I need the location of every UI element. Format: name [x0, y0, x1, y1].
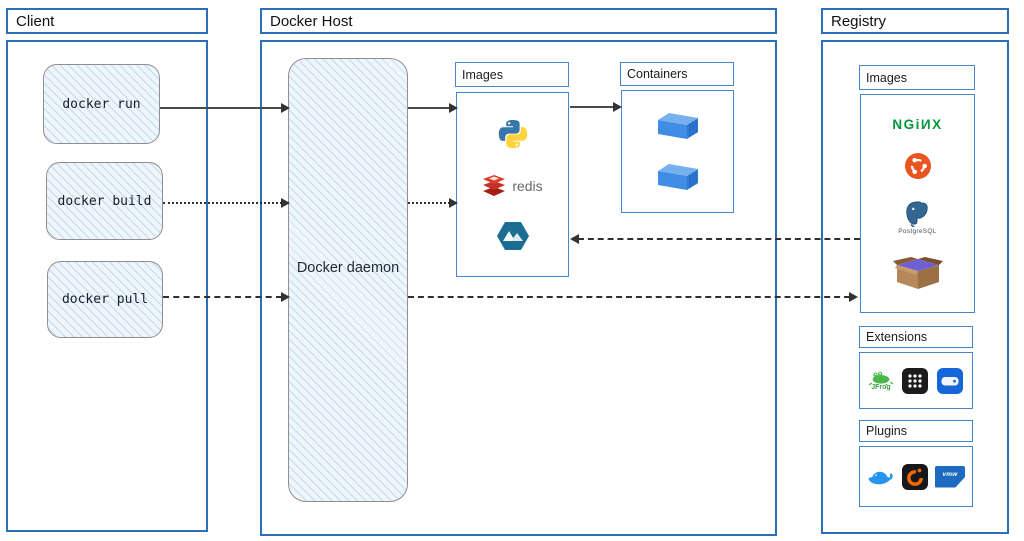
- plugins-box: vmw: [859, 446, 973, 507]
- arrow-images-to-containers: [570, 102, 622, 112]
- extensions-label: Extensions: [866, 330, 928, 344]
- container-icon: [657, 113, 698, 140]
- node-docker-pull: docker pull: [47, 261, 163, 338]
- client-title: Client: [16, 12, 55, 30]
- busybox-icon: [892, 257, 943, 290]
- app-grid-icon: [902, 367, 928, 394]
- arrowhead-icon: [281, 292, 290, 302]
- docker-host-title-box: Docker Host: [260, 8, 777, 34]
- extensions-box: JFrog: [859, 352, 973, 409]
- registry-images-label-box: Images: [859, 65, 975, 90]
- containers-label: Containers: [627, 67, 688, 81]
- node-docker-build: docker build: [46, 162, 163, 240]
- postgresql-icon: [906, 201, 929, 227]
- arrowhead-icon: [281, 198, 290, 208]
- docker-build-label: docker build: [57, 193, 152, 209]
- arrow-daemon-to-images-run: [408, 103, 458, 113]
- jfrog-icon: [869, 371, 893, 385]
- docker-run-label: docker run: [62, 96, 141, 112]
- arrowhead-icon: [570, 234, 579, 244]
- jfrog-extension-item: JFrog: [869, 370, 893, 391]
- extensions-label-box: Extensions: [859, 326, 973, 348]
- plugins-label-box: Plugins: [859, 420, 973, 442]
- redis-image-item: redis: [482, 174, 543, 197]
- host-images-label-box: Images: [455, 62, 569, 87]
- arrow-daemon-to-registry: [408, 292, 858, 302]
- containers-label-box: Containers: [620, 62, 734, 86]
- docker-daemon-label: Docker daemon: [296, 259, 400, 276]
- registry-title: Registry: [831, 12, 887, 30]
- docker-whale-icon: [868, 471, 893, 484]
- ubuntu-icon: [904, 153, 931, 180]
- client-title-box: Client: [6, 8, 208, 34]
- arrowhead-icon: [281, 103, 290, 113]
- arrow-build-to-daemon: [163, 198, 290, 208]
- docker-pull-label: docker pull: [61, 292, 149, 307]
- registry-images-box: NGiИX PostgreSQL: [860, 94, 975, 313]
- redis-icon: [483, 174, 506, 196]
- redis-label: redis: [512, 177, 543, 194]
- arrowhead-icon: [613, 102, 622, 112]
- nginx-logo: NGiИX: [892, 116, 943, 132]
- containers-box: [621, 90, 734, 213]
- registry-images-label: Images: [866, 70, 907, 85]
- host-images-label: Images: [462, 67, 503, 82]
- vmware-icon: vmw: [935, 465, 965, 488]
- arrow-daemon-to-images-build: [408, 198, 458, 208]
- container-icon: [657, 163, 698, 190]
- arrowhead-icon: [449, 198, 458, 208]
- python-icon: [498, 119, 527, 148]
- arrow-registry-to-host-images: [570, 234, 860, 244]
- jfrog-label: JFrog: [871, 384, 891, 391]
- docker-host-title: Docker Host: [270, 12, 353, 30]
- disk-icon: [937, 367, 963, 394]
- node-docker-run: docker run: [43, 64, 160, 144]
- node-docker-daemon: Docker daemon: [288, 58, 408, 502]
- postgresql-image-item: PostgreSQL: [898, 201, 936, 235]
- host-images-box: redis: [456, 92, 569, 277]
- registry-title-box: Registry: [821, 8, 1009, 34]
- grafana-icon: [902, 463, 928, 490]
- arrowhead-icon: [449, 103, 458, 113]
- vmware-label: vmw: [942, 471, 958, 478]
- alpine-icon: [496, 222, 529, 251]
- arrow-run-to-daemon: [160, 103, 290, 113]
- postgresql-label: PostgreSQL: [898, 227, 937, 235]
- arrowhead-icon: [849, 292, 858, 302]
- plugins-label: Plugins: [866, 424, 907, 438]
- arrow-pull-to-daemon: [163, 292, 290, 302]
